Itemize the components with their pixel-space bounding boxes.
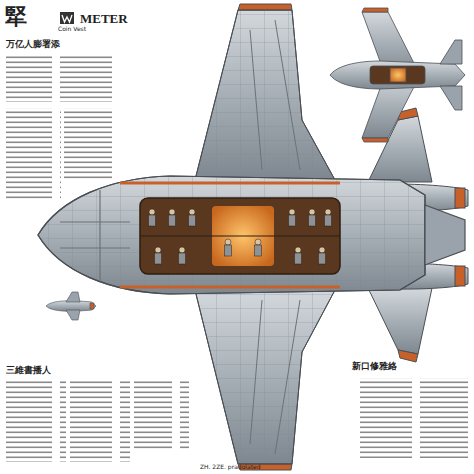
section-heading: 新口修雅絡 xyxy=(352,362,397,372)
footer-note: ZH. 2ZE. pradolated xyxy=(200,464,261,471)
brand-name: Coin Vest xyxy=(58,26,86,33)
section-heading: 万亿人膨署添 xyxy=(6,40,60,50)
logo-icon xyxy=(60,12,74,24)
cutaway-interior xyxy=(140,198,340,274)
plan-view xyxy=(330,8,465,142)
title: METER xyxy=(80,11,128,27)
small-view xyxy=(46,292,96,320)
hull xyxy=(38,176,465,294)
logo-mark: 㹂 xyxy=(5,4,27,28)
section-heading: 三維書播人 xyxy=(6,366,51,376)
